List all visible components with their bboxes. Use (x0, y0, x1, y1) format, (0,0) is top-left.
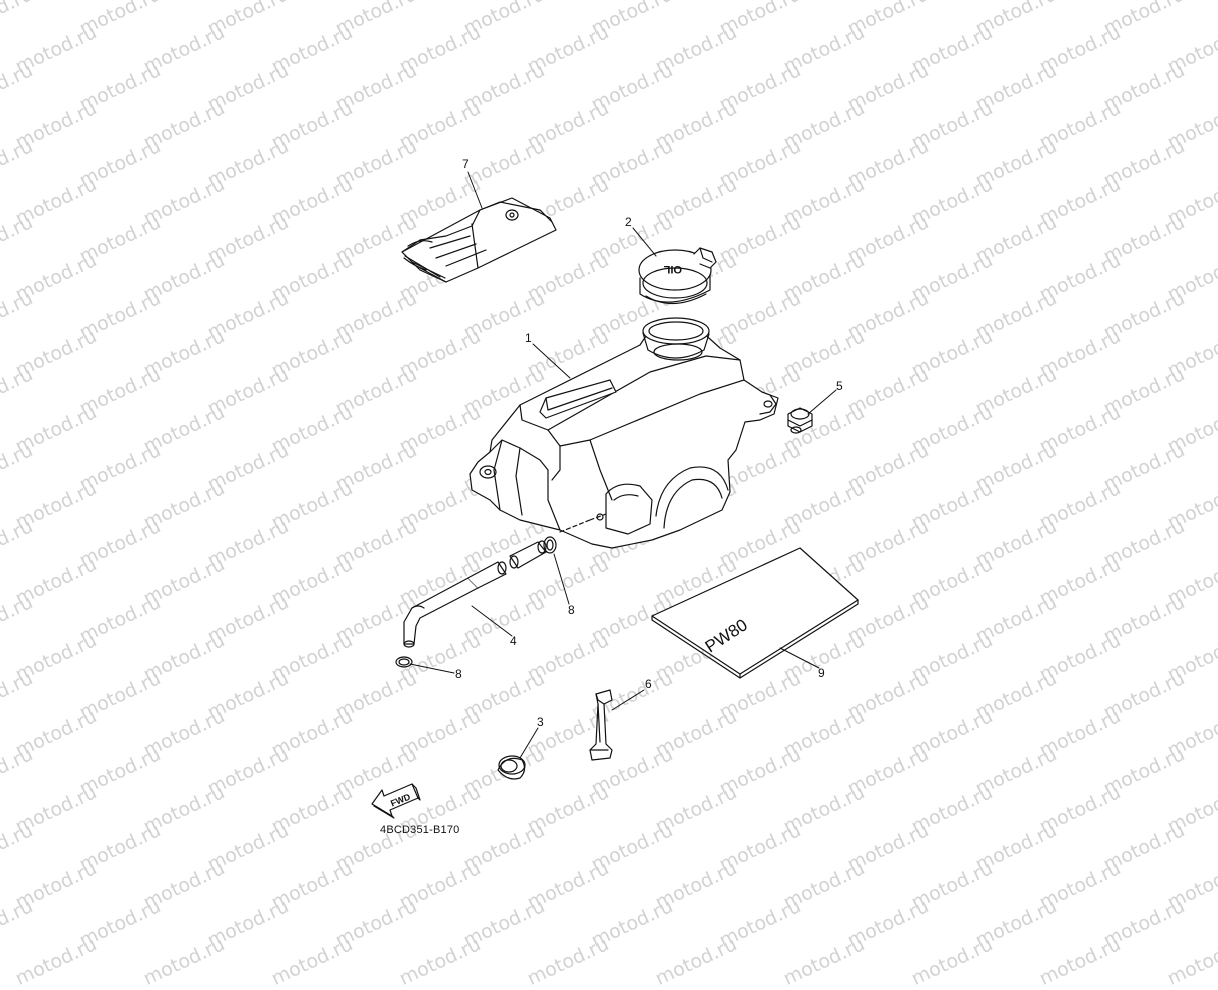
clip-part-lower (395, 656, 413, 668)
watermark-text: motod.ru (268, 933, 357, 990)
watermark-text: motod.ru (140, 933, 229, 990)
grommet-part (497, 755, 526, 780)
callout-4: 4 (510, 634, 517, 648)
callout-8-upper: 8 (568, 603, 575, 617)
leader-lines (409, 171, 837, 759)
manual-part: PW80 (651, 547, 859, 679)
clip-part-upper (543, 536, 557, 554)
callout-7: 7 (462, 157, 469, 171)
callout-2: 2 (625, 215, 632, 229)
drawing-code: 4BCD351-B170 (380, 824, 460, 836)
callout-6: 6 (645, 677, 652, 691)
watermark-text: motod.ru (1164, 933, 1218, 990)
watermark-text: motod.ru (780, 933, 869, 990)
callout-3: 3 (537, 715, 544, 729)
watermark-text: motod.ru (652, 933, 741, 990)
cap-marking: OIL (663, 263, 682, 275)
watermark-text: motod.ru (908, 933, 997, 990)
bolt-part (787, 407, 813, 434)
strap-part (589, 689, 613, 761)
callout-9: 9 (818, 666, 825, 680)
watermark-text: motod.ru (12, 933, 101, 990)
oil-hose-part (403, 540, 547, 648)
callout-8-lower: 8 (455, 667, 462, 681)
watermark-text: motod.ru (396, 933, 485, 990)
watermark-text: motod.ru (524, 933, 613, 990)
forward-arrow-icon: FWD (371, 783, 421, 819)
watermark-text: motod.ru (1036, 933, 1125, 990)
tool-bag-part (401, 197, 557, 283)
callout-1: 1 (525, 331, 532, 345)
oil-cap-part: OIL (638, 247, 717, 305)
callout-5: 5 (836, 379, 843, 393)
oil-tank-part (469, 317, 779, 549)
parts-diagram: OIL (371, 171, 859, 819)
